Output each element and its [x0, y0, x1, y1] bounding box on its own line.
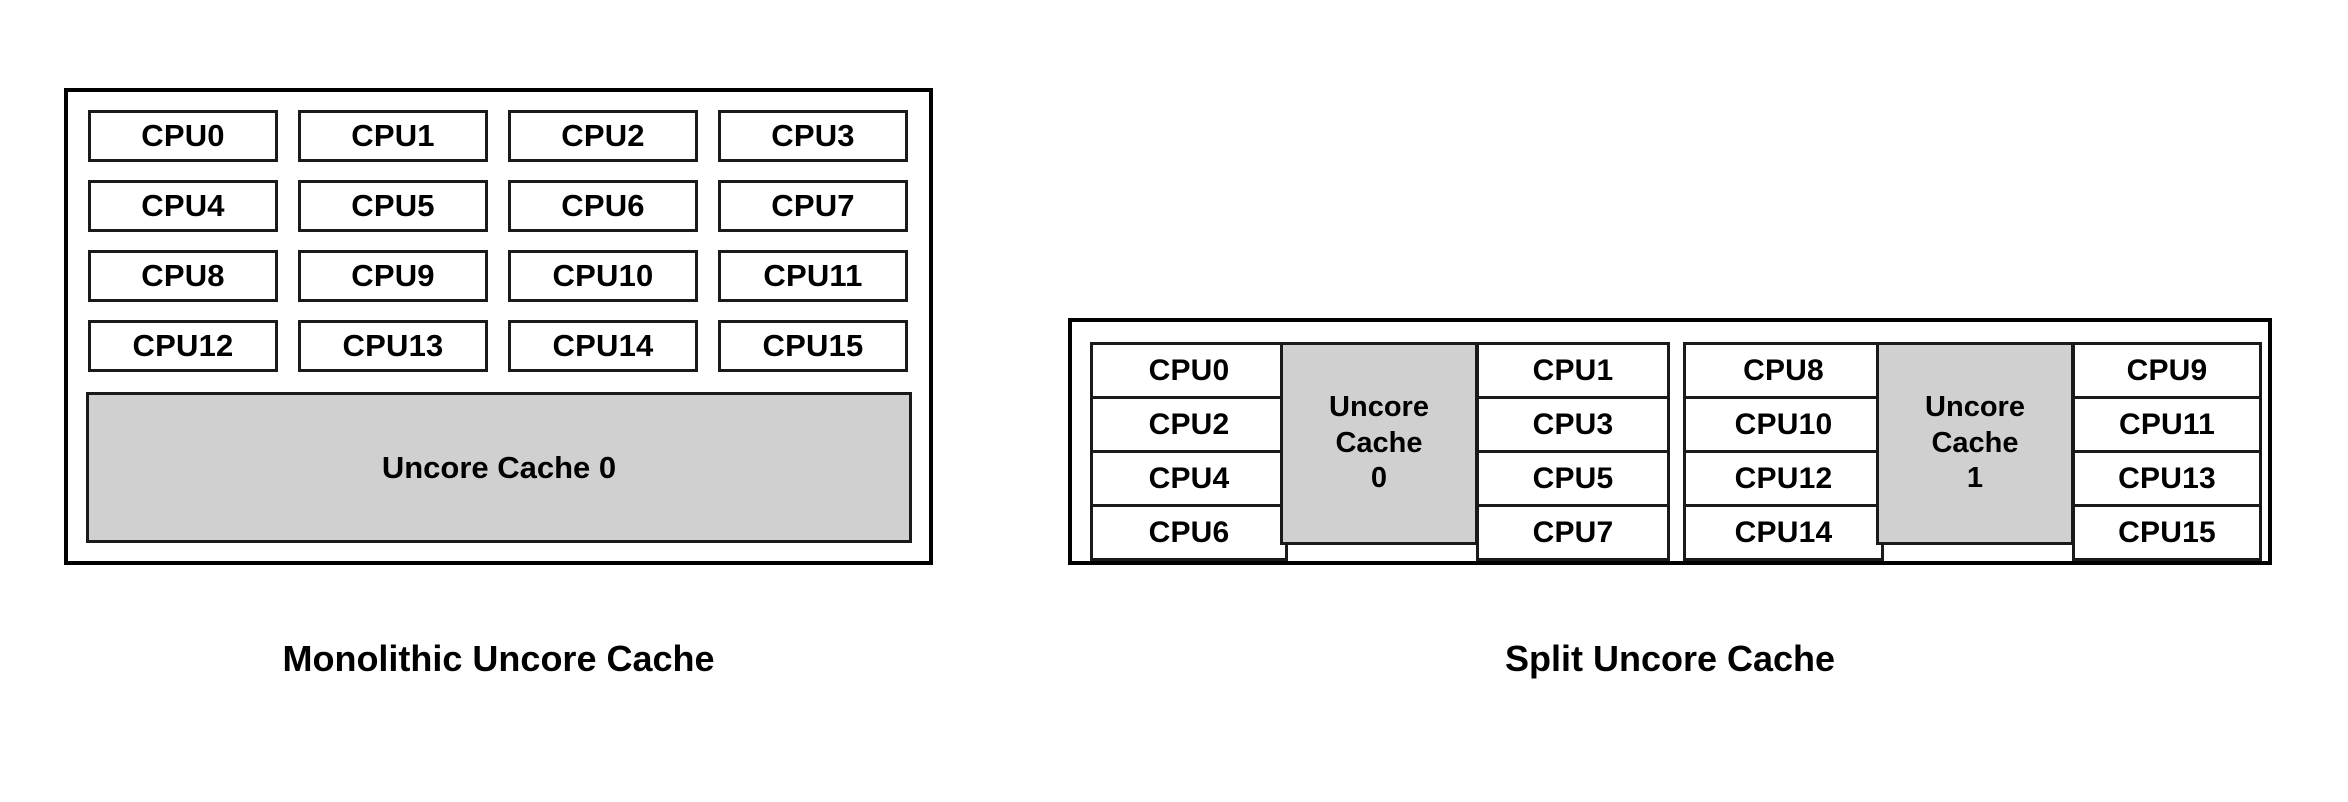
caption-monolithic-uncore-cache: Monolithic Uncore Cache	[282, 638, 715, 679]
cpu-box-cpu5: CPU5	[298, 180, 488, 232]
uncore-cache-0-block: Uncore Cache 0	[86, 392, 912, 543]
cpu-box-cpu2: CPU2	[1090, 396, 1288, 453]
caption-split-uncore-cache: Split Uncore Cache	[1504, 638, 1836, 679]
uncore-cache-1-line-3: 1	[1966, 462, 1984, 495]
cpu-box-cpu10: CPU10	[508, 250, 698, 302]
cpu-box-cpu1: CPU1	[1476, 342, 1670, 399]
cpu-box-cpu4: CPU4	[1090, 450, 1288, 507]
uncore-cache-0-line-2: Cache	[1335, 426, 1423, 459]
cpu-box-cpu14: CPU14	[1683, 504, 1884, 561]
split-group-0: CPU0 CPU2 CPU4 CPU6 Uncore Cache 0 CPU1 …	[1090, 342, 1670, 561]
cpu-box-cpu2: CPU2	[508, 110, 698, 162]
cpu-box-cpu11: CPU11	[718, 250, 908, 302]
cpu-box-cpu3: CPU3	[718, 110, 908, 162]
cpu-box-cpu13: CPU13	[2072, 450, 2262, 507]
cpu-box-cpu13: CPU13	[298, 320, 488, 372]
uncore-cache-1-block: Uncore Cache 1	[1876, 342, 2074, 545]
cpu-box-cpu12: CPU12	[1683, 450, 1884, 507]
cpu-box-cpu11: CPU11	[2072, 396, 2262, 453]
split-group-1-right-column: CPU9 CPU11 CPU13 CPU15	[2072, 342, 2262, 561]
uncore-cache-0-line-1: Uncore	[1329, 391, 1429, 424]
cpu-box-cpu9: CPU9	[298, 250, 488, 302]
split-group-0-right-column: CPU1 CPU3 CPU5 CPU7	[1476, 342, 1670, 561]
cpu-box-cpu15: CPU15	[2072, 504, 2262, 561]
cpu-box-cpu6: CPU6	[1090, 504, 1288, 561]
split-group-1: CPU8 CPU10 CPU12 CPU14 Uncore Cache 1 CP…	[1683, 342, 2262, 561]
cpu-box-cpu8: CPU8	[88, 250, 278, 302]
cpu-box-cpu12: CPU12	[88, 320, 278, 372]
cpu-box-cpu0: CPU0	[88, 110, 278, 162]
uncore-cache-1-line-2: Cache	[1931, 426, 2019, 459]
split-group-1-left-column: CPU8 CPU10 CPU12 CPU14	[1683, 342, 1884, 561]
cpu-box-cpu1: CPU1	[298, 110, 488, 162]
uncore-cache-1-line-1: Uncore	[1925, 391, 2025, 424]
cpu-box-cpu7: CPU7	[718, 180, 908, 232]
cpu-box-cpu6: CPU6	[508, 180, 698, 232]
split-group-0-left-column: CPU0 CPU2 CPU4 CPU6	[1090, 342, 1288, 561]
uncore-cache-0-block: Uncore Cache 0	[1280, 342, 1478, 545]
cpu-box-cpu4: CPU4	[88, 180, 278, 232]
cpu-box-cpu7: CPU7	[1476, 504, 1670, 561]
cpu-box-cpu15: CPU15	[718, 320, 908, 372]
cpu-box-cpu10: CPU10	[1683, 396, 1884, 453]
cpu-box-cpu3: CPU3	[1476, 396, 1670, 453]
cpu-box-cpu9: CPU9	[2072, 342, 2262, 399]
uncore-cache-0-line-3: 0	[1370, 462, 1388, 495]
cpu-box-cpu14: CPU14	[508, 320, 698, 372]
cpu-box-cpu5: CPU5	[1476, 450, 1670, 507]
cpu-box-cpu8: CPU8	[1683, 342, 1884, 399]
cpu-box-cpu0: CPU0	[1090, 342, 1288, 399]
